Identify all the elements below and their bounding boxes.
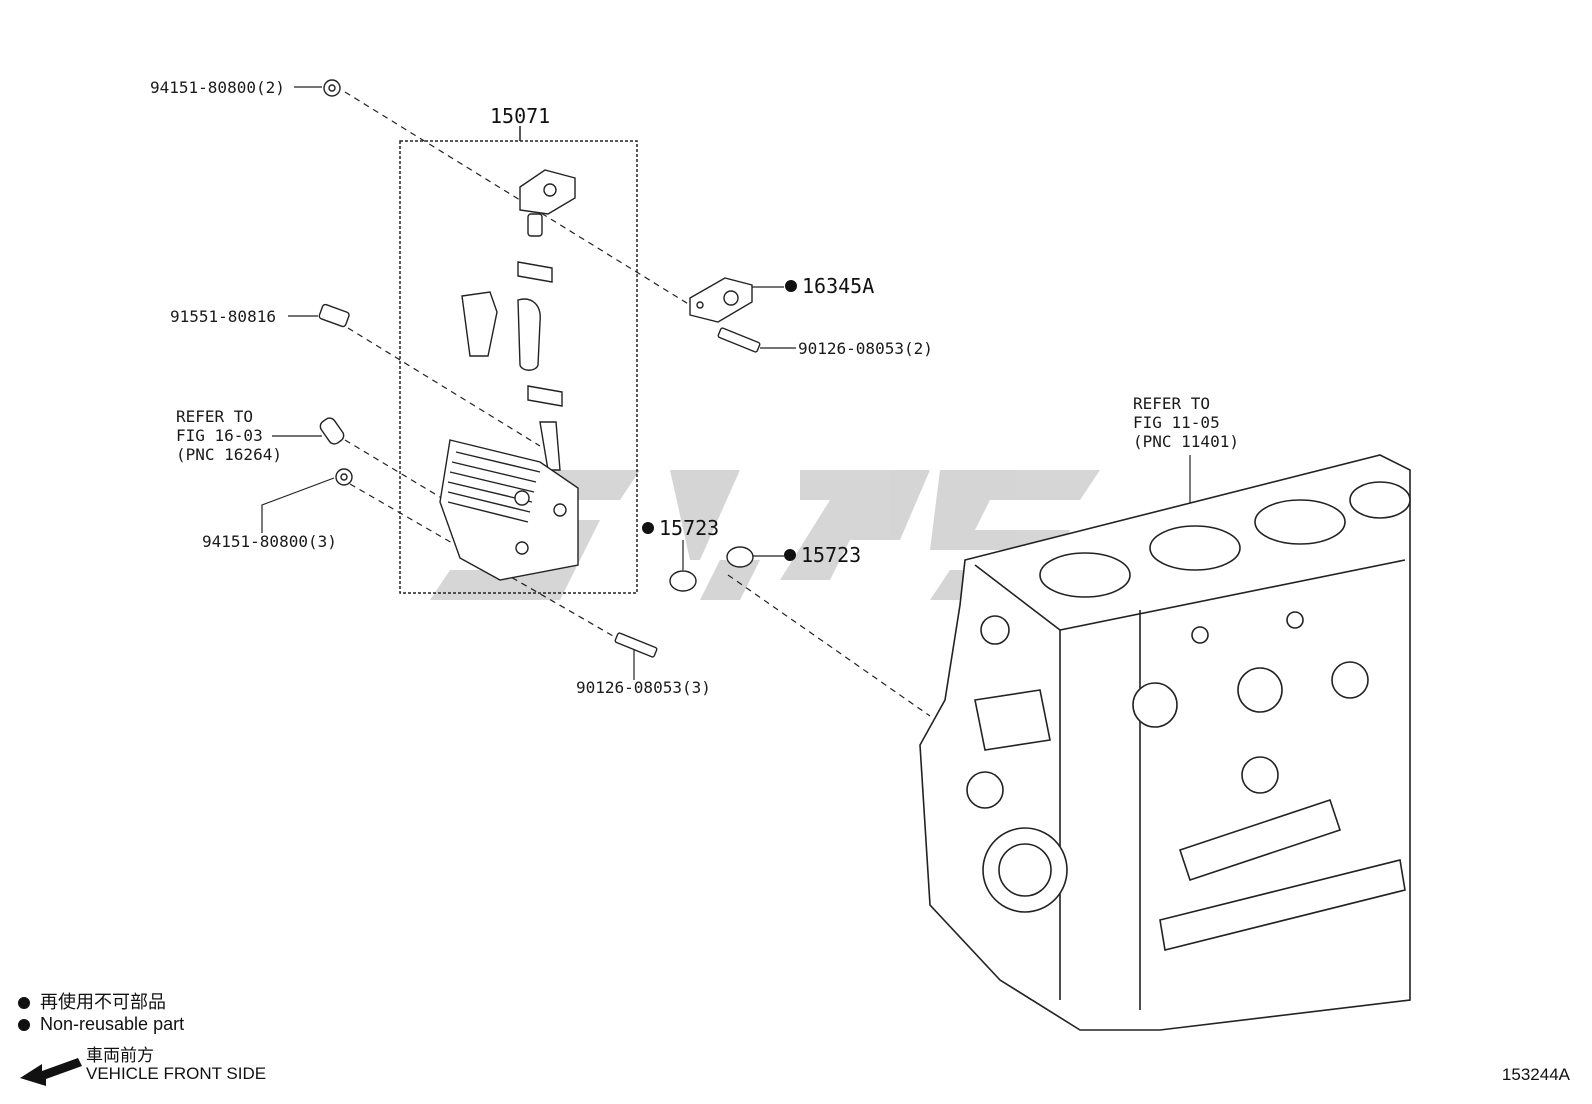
stud-lower-icon <box>614 632 658 658</box>
front-label-en: VEHICLE FRONT SIDE <box>86 1064 267 1083</box>
label-bolt: 91551-80816 <box>170 307 276 326</box>
label-refer-left-2: FIG 16-03 <box>176 426 263 445</box>
parts <box>318 79 761 658</box>
bolt-icon <box>318 303 350 328</box>
figure-id: 153244A <box>1501 1065 1570 1084</box>
label-gasket: 16345A <box>802 274 874 298</box>
leader-lines <box>261 86 1191 680</box>
assembly-number: 15071 <box>490 104 550 128</box>
label-stud-lower: 90126-08053(3) <box>576 678 711 697</box>
front-arrow-icon <box>20 1058 82 1086</box>
legend-row-jp: 再使用不可部品 <box>18 988 166 1014</box>
gasket-icon <box>689 277 753 323</box>
legend-jp: 再使用不可部品 <box>40 992 166 1012</box>
legend-en: Non-reusable part <box>40 1014 185 1034</box>
label-oring-left: 15723 <box>659 516 719 540</box>
label-refer-right-2: FIG 11-05 <box>1133 413 1220 432</box>
non-reusable-dot <box>784 549 796 561</box>
label-refer-right-1: REFER TO <box>1133 394 1210 413</box>
legend-row-en: Non-reusable part <box>18 1014 184 1035</box>
oil-cooler-assembly <box>439 169 579 581</box>
non-reusable-dot <box>642 522 654 534</box>
label-refer-left-3: (PNC 16264) <box>176 445 282 464</box>
label-nut-top: 94151-80800(2) <box>150 78 285 97</box>
engine-block <box>919 454 1411 1031</box>
stud-upper-icon <box>717 327 761 353</box>
bullet-icon <box>18 1019 30 1032</box>
label-refer-right-3: (PNC 11401) <box>1133 432 1239 451</box>
assembly-boundary <box>399 140 638 594</box>
pipe-icon <box>319 417 345 445</box>
label-stud-upper: 90126-08053(2) <box>798 339 933 358</box>
label-oring-right: 15723 <box>801 543 861 567</box>
oring-right-icon <box>726 546 754 568</box>
bullet-icon <box>18 997 30 1010</box>
front-label-jp: 車両前方 <box>86 1046 154 1065</box>
label-refer-left-1: REFER TO <box>176 407 253 426</box>
non-reusable-dot <box>785 280 797 292</box>
label-nut-bottom: 94151-80800(3) <box>202 532 337 551</box>
oring-left-icon <box>669 570 697 592</box>
